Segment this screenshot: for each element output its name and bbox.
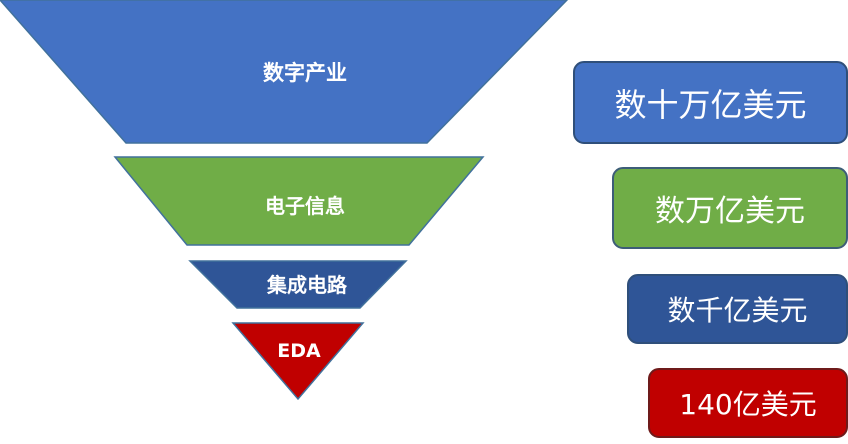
market-value-box: 数千亿美元 bbox=[627, 274, 848, 344]
market-value-text: 140亿美元 bbox=[679, 388, 817, 421]
funnel-tier-eda bbox=[231, 322, 365, 401]
funnel-tier-integrated-circuit bbox=[188, 260, 408, 309]
market-value-text: 数万亿美元 bbox=[655, 194, 805, 229]
funnel-tier-label: EDA bbox=[277, 340, 321, 362]
market-value-box: 数十万亿美元 bbox=[573, 61, 848, 144]
funnel-tier-electronic-information bbox=[113, 156, 485, 246]
market-value-text: 数十万亿美元 bbox=[614, 85, 807, 124]
market-value-box: 数万亿美元 bbox=[612, 167, 848, 249]
market-value-box: 140亿美元 bbox=[648, 368, 848, 438]
funnel-tier-label: 数字产业 bbox=[263, 61, 347, 85]
market-value-text: 数千亿美元 bbox=[667, 294, 808, 327]
funnel-tier-label: 集成电路 bbox=[266, 273, 348, 297]
funnel-tier-label: 电子信息 bbox=[265, 194, 345, 218]
funnel-tier-digital-industry bbox=[0, 0, 569, 144]
